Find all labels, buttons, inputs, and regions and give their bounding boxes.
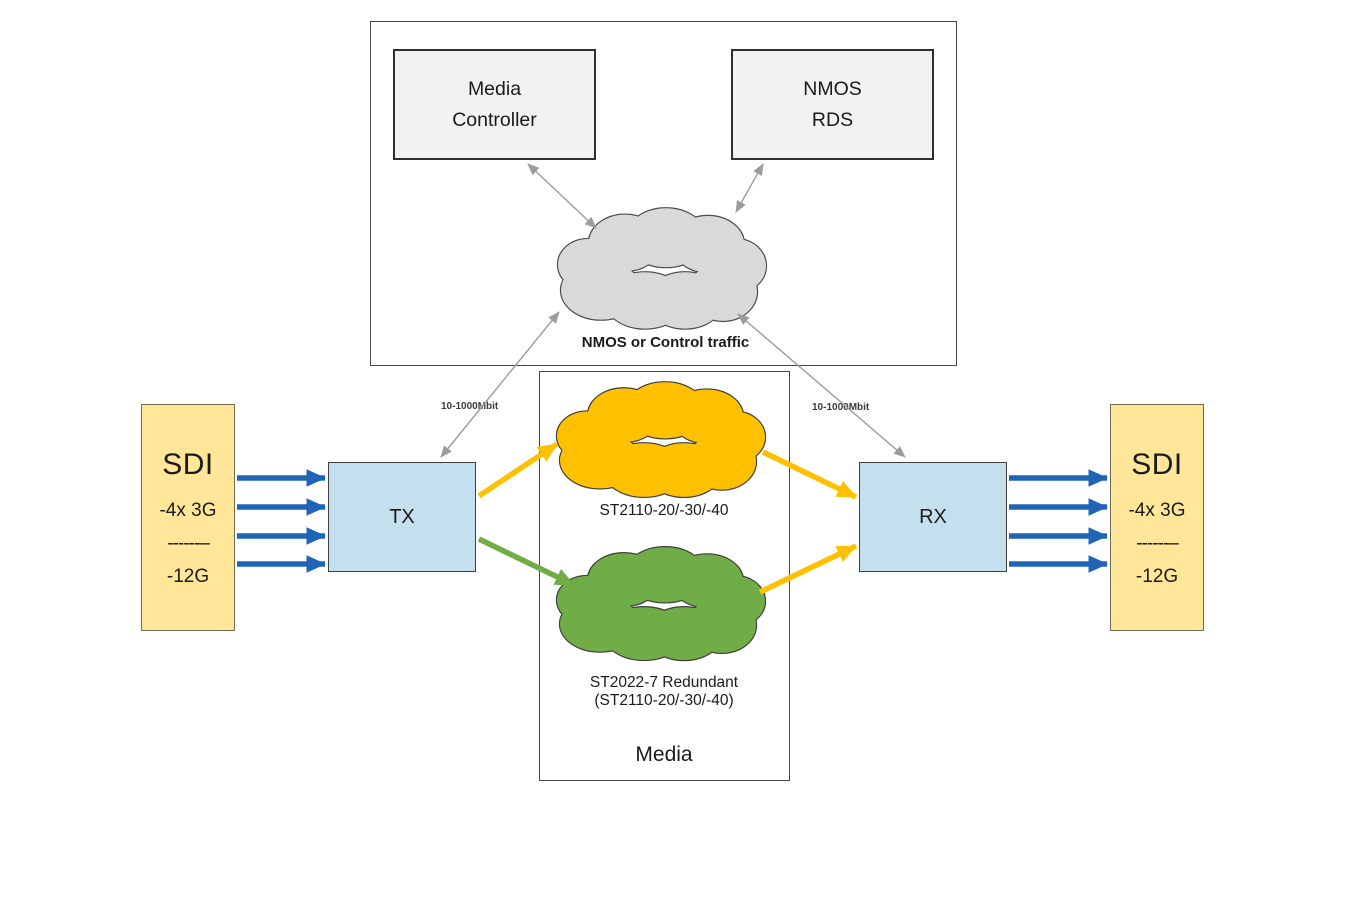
bandwidth-label-right: 10-1000Mbit <box>812 402 870 413</box>
sdi-output-title: SDI <box>1131 447 1183 481</box>
sdi-source-separator: ------– <box>167 532 210 554</box>
tx-label: TX <box>389 505 415 528</box>
control-cloud-label: NMOS or Control traffic <box>581 334 750 351</box>
primary-cloud-label: ST2110-20/-30/-40 <box>599 502 729 519</box>
rx-box: RX <box>859 462 1007 572</box>
sdi-output-separator: ------– <box>1136 532 1179 554</box>
tx-box: TX <box>328 462 476 572</box>
redundant-cloud-label-line1: ST2022-7 Redundant <box>589 674 739 691</box>
sdi-source-box: SDI -4x 3G ------– -12G <box>141 404 235 631</box>
redundant-cloud-label: ST2022-7 Redundant (ST2110-20/-30/-40) <box>539 674 789 711</box>
bandwidth-label-left: 10-1000Mbit <box>441 401 499 412</box>
sdi-source-line2: -12G <box>166 565 210 587</box>
media-controller-label-line2: Controller <box>452 108 537 131</box>
rx-to-sdi-arrows <box>1009 469 1109 573</box>
media-section-box <box>539 371 790 781</box>
sdi-output-line2: -12G <box>1135 565 1179 587</box>
sdi-to-tx-arrows <box>237 469 327 573</box>
sdi-source-title: SDI <box>162 447 214 481</box>
sdi-source-line1: -4x 3G <box>159 499 217 521</box>
media-controller-box: Media Controller <box>393 49 596 160</box>
media-box-label: Media <box>635 743 693 766</box>
nmos-rds-label-line2: RDS <box>811 108 854 131</box>
rx-label: RX <box>919 505 947 528</box>
redundant-cloud-label-line2: (ST2110-20/-30/-40) <box>594 692 734 710</box>
control-section-box <box>370 21 957 366</box>
sdi-output-box: SDI -4x 3G ------– -12G <box>1110 404 1204 631</box>
nmos-rds-box: NMOS RDS <box>731 49 934 160</box>
media-controller-label-line1: Media <box>467 78 522 101</box>
sdi-output-line1: -4x 3G <box>1128 499 1186 521</box>
nmos-rds-label-line1: NMOS <box>803 78 862 101</box>
